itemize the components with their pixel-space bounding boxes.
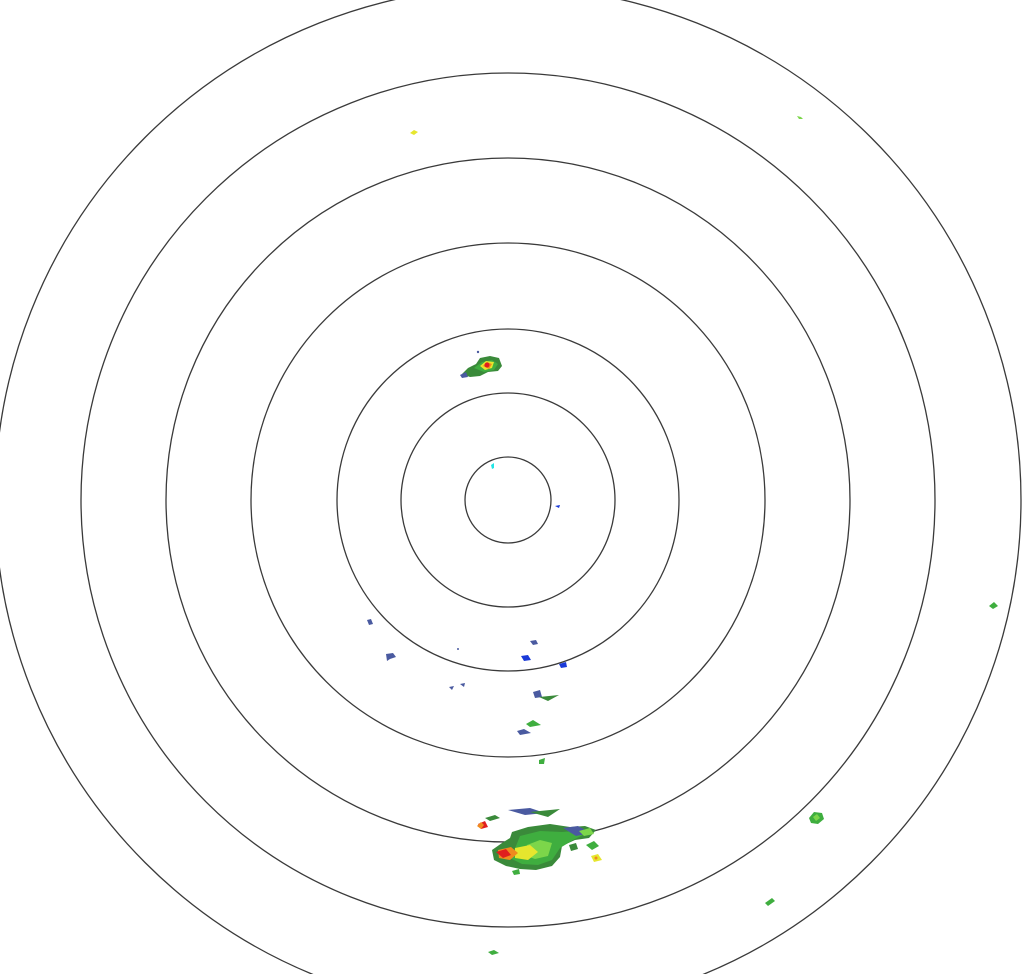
- range-ring-3: [336, 328, 680, 672]
- echoes: [367, 116, 998, 955]
- echo-southeast-cell: [809, 812, 824, 824]
- echo-north-cell: [460, 350, 502, 378]
- echo-scattered: [367, 116, 998, 955]
- range-ring-1: [464, 456, 552, 544]
- range-ring-6: [80, 72, 936, 928]
- echo-center: [491, 463, 560, 508]
- range-ring-2: [400, 392, 616, 608]
- range-ring-4: [250, 242, 766, 758]
- echo-south-cluster: [477, 808, 602, 875]
